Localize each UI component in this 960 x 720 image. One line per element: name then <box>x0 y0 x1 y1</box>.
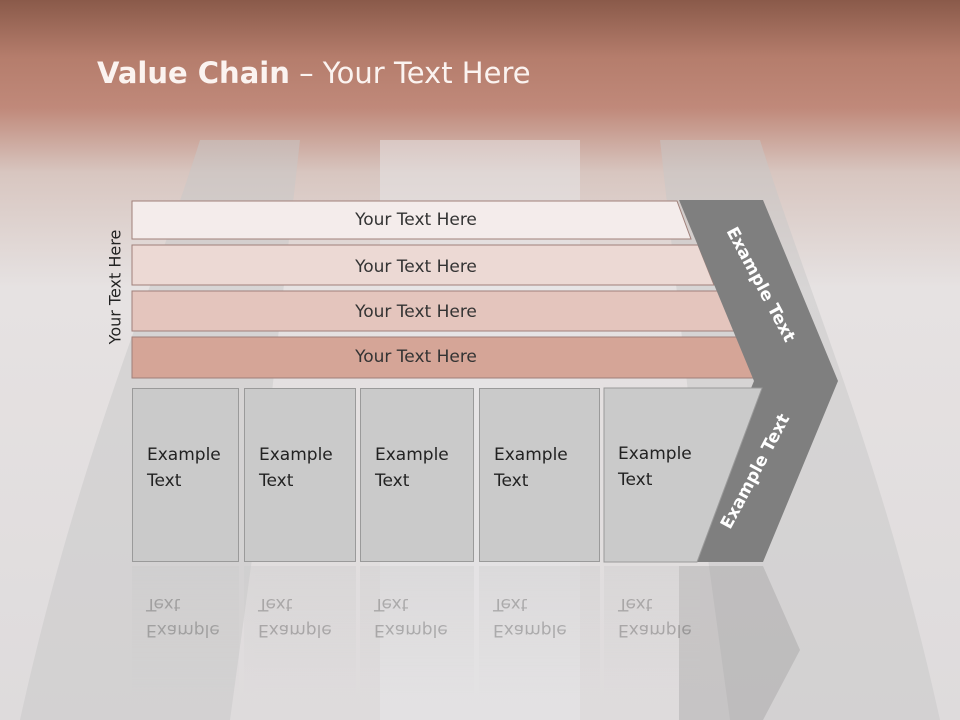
band-1-label: Your Text Here <box>354 210 477 230</box>
band-2-label: Your Text Here <box>354 257 477 277</box>
box-3-text: Example Text <box>375 445 449 491</box>
box-4-reflection: Example Text <box>479 566 600 696</box>
box-3-reflection: Example Text <box>360 566 474 696</box>
box-4-text: Example Text <box>494 445 568 491</box>
band-2 <box>131 244 715 286</box>
box-1-reflection-text: Example Text <box>146 594 220 640</box>
box-4: Example Text <box>479 388 600 562</box>
box-2-text: Example Text <box>259 445 333 491</box>
box-3-reflection-text: Example Text <box>374 594 448 640</box>
box-2-reflection: Example Text <box>244 566 356 696</box>
box-1-reflection: Example Text <box>132 566 239 696</box>
title-bold: Value Chain <box>97 56 290 90</box>
title-rest: – Your Text Here <box>289 56 531 90</box>
box-5-text: Example Text <box>618 444 692 490</box>
box-5-reflection: Example Text <box>604 566 700 696</box>
box-2-reflection-text: Example Text <box>258 594 332 640</box>
box-5-reflection-text: Example Text <box>618 594 692 640</box>
slide-title: Value Chain – Your Text Here <box>97 56 531 90</box>
box-4-reflection-text: Example Text <box>493 594 567 640</box>
box-1: Example Text <box>132 388 239 562</box>
box-2: Example Text <box>244 388 356 562</box>
box-5: Example Text <box>604 388 700 562</box>
box-3: Example Text <box>360 388 474 562</box>
box-5-shape-edge <box>603 387 763 563</box>
chevron-reflection <box>679 566 800 720</box>
band-4-label: Your Text Here <box>354 347 477 367</box>
band-1 <box>131 200 692 240</box>
band-3-label: Your Text Here <box>354 302 477 322</box>
box-1-text: Example Text <box>147 445 221 491</box>
